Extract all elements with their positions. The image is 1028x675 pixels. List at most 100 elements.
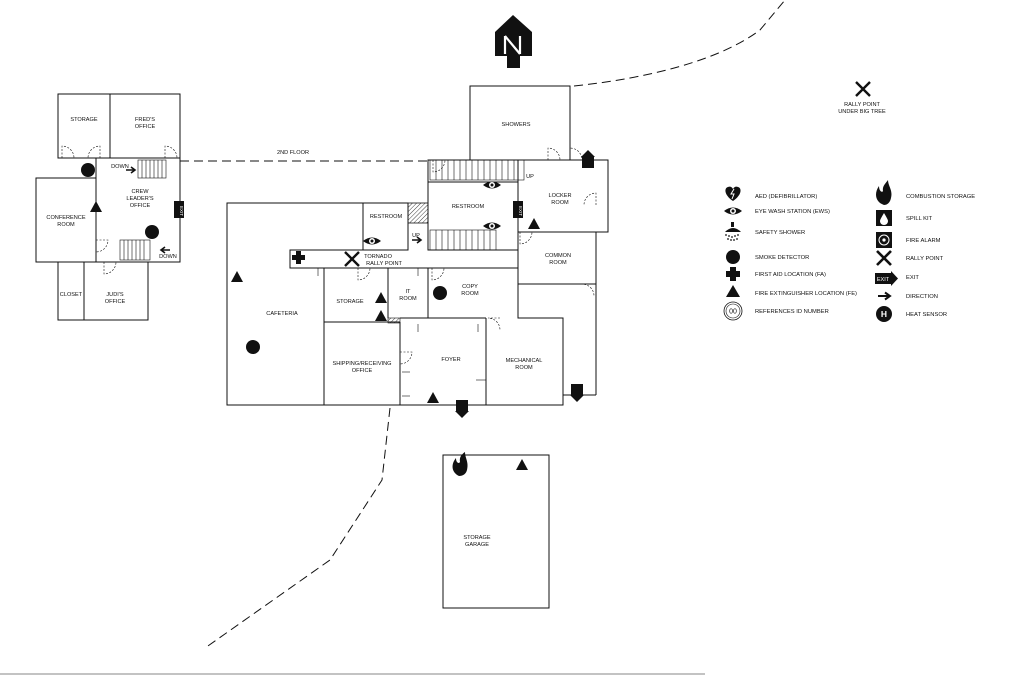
room-label-closet: CLOSET — [60, 292, 83, 298]
svg-text:00: 00 — [729, 309, 737, 316]
svg-text:H: H — [881, 309, 887, 319]
walkway-path — [204, 407, 391, 649]
room-label-common-room: ROOM — [549, 260, 567, 266]
legend-label: SAFETY SHOWER — [755, 230, 805, 236]
room-label-foyer: FOYER — [441, 357, 460, 363]
room-label-mechanical-room: ROOM — [515, 365, 533, 371]
room-label-restroom-lower: RESTROOM — [370, 214, 403, 220]
room-label-storage-mid: STORAGE — [336, 299, 364, 305]
legend-label: HEAT SENSOR — [906, 312, 947, 318]
room-label-conference-room: ROOM — [57, 222, 75, 228]
room-label-copy-room: ROOM — [461, 291, 479, 297]
legend-label: AED (DEFIBRILLATOR) — [755, 194, 817, 200]
legend-label: EYE WASH STATION (EWS) — [755, 209, 830, 215]
room-label-it-room: ROOM — [399, 296, 417, 302]
exit-icon — [455, 400, 469, 418]
first-aid-icon — [292, 251, 305, 264]
exit-icon — [513, 201, 523, 218]
annotation-rally-point-tree: UNDER BIG TREE — [838, 109, 886, 115]
exit-icon — [570, 384, 584, 402]
annotation-rally-point-tree: RALLY POINT — [844, 102, 880, 108]
safety-shower-icon — [725, 222, 741, 241]
reference-id-icon: 00 — [723, 301, 743, 321]
legend-label: SPILL KIT — [906, 216, 933, 222]
direction-arrow-icon — [126, 166, 137, 174]
storage-garage-building — [442, 454, 550, 609]
exit-icon — [174, 201, 184, 218]
room-label-freds-office: FRED'S — [135, 117, 155, 123]
annotation-up: UP — [526, 174, 534, 180]
annotation-down: DOWN — [111, 164, 129, 170]
fire-extinguisher-icon — [528, 218, 540, 229]
fire-extinguisher-icon — [726, 285, 740, 297]
second-floor-building — [35, 93, 181, 321]
room-label-shipping-office: SHIPPING/RECEIVING — [332, 361, 391, 367]
fire-extinguisher-icon — [375, 310, 387, 321]
combustion-storage-icon — [876, 180, 892, 205]
legend: 00 AED (DEFIBRILLATOR) EYE WASH STATION … — [723, 180, 975, 322]
north-arrow-icon — [495, 15, 532, 68]
room-label-shipping-office: OFFICE — [352, 368, 373, 374]
main-building — [226, 85, 609, 406]
smoke-detector-icon — [433, 286, 447, 300]
exit-icon — [581, 150, 595, 168]
svg-text:EXIT: EXIT — [877, 277, 890, 283]
fire-extinguisher-icon — [427, 392, 439, 403]
room-label-judis-office: OFFICE — [105, 299, 126, 305]
legend-label: REFERENCES ID NUMBER — [755, 309, 829, 315]
annotation-down: DOWN — [159, 254, 177, 260]
eye-wash-icon — [483, 222, 501, 230]
room-label-showers: SHOWERS — [502, 122, 531, 128]
legend-label: RALLY POINT — [906, 256, 944, 262]
annotation-second-floor: 2ND FLOOR — [277, 150, 309, 156]
legend-label: FIRE ALARM — [906, 238, 941, 244]
room-label-freds-office: OFFICE — [135, 124, 156, 130]
smoke-detector-icon — [145, 225, 159, 239]
exit-icon: EXIT — [875, 271, 898, 286]
annotation-up: UP — [412, 233, 420, 239]
room-label-judis-office: JUDI'S — [106, 292, 123, 298]
eye-wash-icon — [363, 237, 381, 245]
legend-label: COMBUSTION STORAGE — [906, 194, 975, 200]
room-label-crew-leaders-office: LEADER'S — [126, 196, 153, 202]
rally-point-icon — [344, 251, 360, 267]
rally-point-icon — [855, 81, 871, 97]
room-label-crew-leaders-office: OFFICE — [130, 203, 151, 209]
label-tornado-rally-point: TORNADO — [364, 254, 393, 260]
room-label-conference-room: CONFERENCE — [46, 215, 85, 221]
smoke-detector-icon — [81, 163, 95, 177]
direction-arrow-icon — [412, 236, 423, 244]
smoke-detector-icon — [726, 250, 740, 264]
room-label-copy-room: COPY — [462, 284, 478, 290]
aed-icon — [725, 186, 741, 201]
fire-extinguisher-icon — [375, 292, 387, 303]
legend-label: SMOKE DETECTOR — [755, 255, 809, 261]
fire-extinguisher-icon — [90, 201, 102, 212]
combustion-storage-icon — [452, 452, 468, 476]
legend-label: FIRE EXTINGUISHER LOCATION (FE) — [755, 291, 857, 297]
room-label-crew-leaders-office: CREW — [131, 189, 149, 195]
label-tornado-rally-point: RALLY POINT — [366, 261, 402, 267]
spill-kit-icon — [876, 210, 892, 226]
room-label-cafeteria: CAFETERIA — [266, 311, 298, 317]
room-label-storage-garage: STORAGE — [463, 535, 491, 541]
room-label-locker-room: ROOM — [551, 200, 569, 206]
room-label-common-room: COMMON — [545, 253, 571, 259]
room-label-storage-garage: GARAGE — [465, 542, 489, 548]
direction-arrow-icon — [878, 291, 892, 301]
room-label-locker-room: LOCKER — [548, 193, 571, 199]
fire-extinguisher-icon — [516, 459, 528, 470]
legend-label: FIRST AID LOCATION (FA) — [755, 272, 826, 278]
room-label-mechanical-room: MECHANICAL — [506, 358, 543, 364]
direction-arrow-icon — [159, 246, 170, 254]
heat-sensor-icon: H — [876, 306, 892, 322]
room-label-restroom-upper: RESTROOM — [452, 204, 485, 210]
property-line-northeast — [573, 0, 786, 87]
legend-label: EXIT — [906, 275, 919, 281]
rally-point-icon — [876, 250, 892, 266]
fire-extinguisher-icon — [231, 271, 243, 282]
legend-label: DIRECTION — [906, 294, 938, 300]
eye-wash-icon — [483, 181, 501, 189]
smoke-detector-icon — [246, 340, 260, 354]
